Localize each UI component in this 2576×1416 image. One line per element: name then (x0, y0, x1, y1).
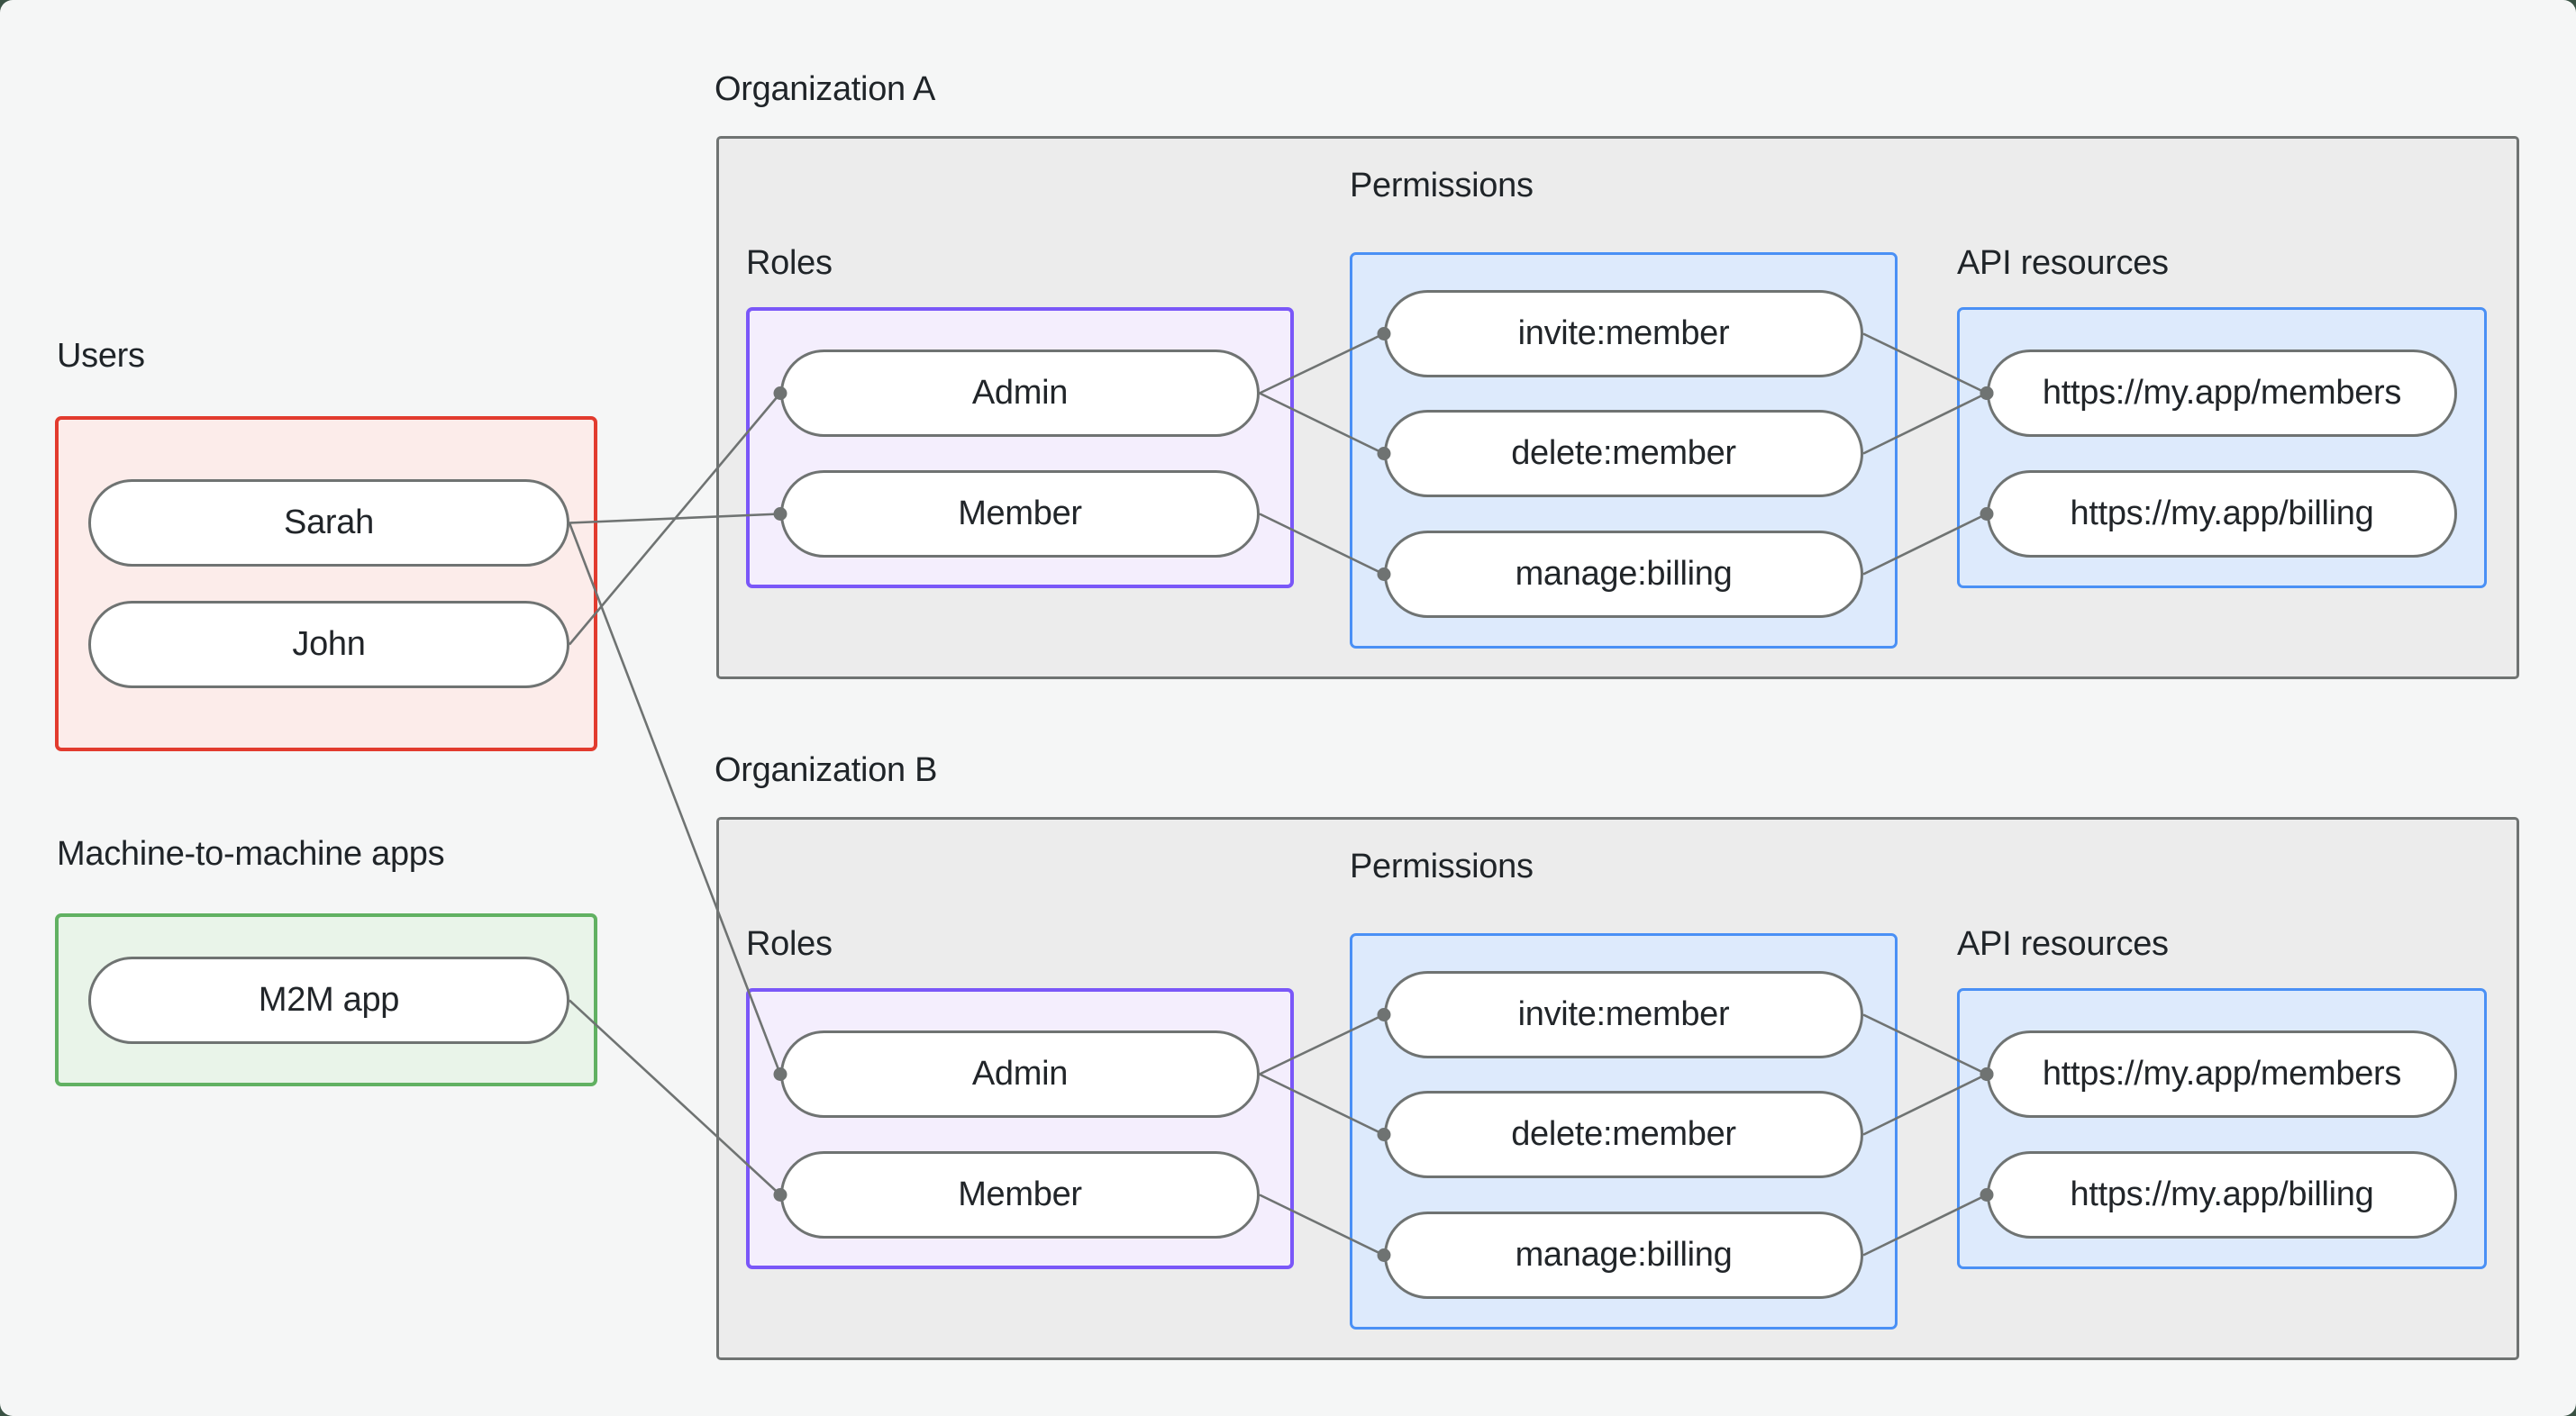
org-a-api-label: API resources (1957, 244, 2169, 282)
node-label: Admin (971, 1055, 1069, 1093)
node-org-b-admin-role: Admin (780, 1030, 1260, 1118)
users-group-box: Sarah John (55, 416, 597, 751)
node-label: John (292, 625, 366, 663)
m2m-group-box: M2M app (55, 913, 597, 1086)
m2m-section-label: Machine-to-machine apps (57, 835, 445, 873)
node-label: Admin (971, 374, 1069, 412)
node-org-b-permission-invite: invite:member (1384, 971, 1863, 1058)
node-org-b-member-role: Member (780, 1151, 1260, 1239)
org-b-box: Roles Admin Member Permissions invite:me… (716, 817, 2519, 1360)
org-b-permissions-box: invite:member delete:member manage:billi… (1350, 933, 1898, 1330)
org-a-roles-label: Roles (746, 244, 833, 282)
node-label: delete:member (1511, 434, 1736, 472)
node-label: https://my.app/members (2042, 1055, 2402, 1093)
node-label: https://my.app/billing (2070, 1175, 2374, 1213)
node-label: Sarah (284, 504, 374, 541)
org-b-roles-label: Roles (746, 925, 833, 963)
org-a-roles-box: Admin Member (746, 307, 1294, 588)
node-m2m-app: M2M app (88, 957, 569, 1044)
node-label: invite:member (1517, 995, 1730, 1033)
node-label: manage:billing (1515, 555, 1733, 593)
org-a-box: Roles Admin Member Permissions invite:me… (716, 136, 2519, 679)
node-org-a-permission-invite: invite:member (1384, 290, 1863, 377)
org-a-api-box: https://my.app/members https://my.app/bi… (1957, 307, 2487, 588)
node-org-b-permission-manage: manage:billing (1384, 1212, 1863, 1299)
node-org-b-api-billing: https://my.app/billing (1987, 1151, 2457, 1239)
node-org-a-api-members: https://my.app/members (1987, 349, 2457, 437)
node-label: M2M app (258, 981, 400, 1019)
node-label: Member (958, 1175, 1082, 1213)
node-label: https://my.app/members (2042, 374, 2402, 412)
node-org-a-permission-manage: manage:billing (1384, 531, 1863, 618)
org-b-permissions-label: Permissions (1350, 848, 1534, 885)
org-a-permissions-box: invite:member delete:member manage:billi… (1350, 252, 1898, 649)
org-b-api-label: API resources (1957, 925, 2169, 963)
node-label: invite:member (1517, 314, 1730, 352)
node-org-a-admin-role: Admin (780, 349, 1260, 437)
node-org-b-api-members: https://my.app/members (1987, 1030, 2457, 1118)
node-org-a-api-billing: https://my.app/billing (1987, 470, 2457, 558)
node-org-a-member-role: Member (780, 470, 1260, 558)
org-b-api-box: https://my.app/members https://my.app/bi… (1957, 988, 2487, 1269)
org-a-permissions-label: Permissions (1350, 167, 1534, 204)
node-org-b-permission-delete: delete:member (1384, 1091, 1863, 1178)
node-label: https://my.app/billing (2070, 495, 2374, 532)
node-user-john: John (88, 601, 569, 688)
org-a-title: Organization A (715, 70, 936, 108)
node-label: manage:billing (1515, 1236, 1733, 1274)
node-label: Member (958, 495, 1082, 532)
node-label: delete:member (1511, 1115, 1736, 1153)
node-org-a-permission-delete: delete:member (1384, 410, 1863, 497)
node-user-sarah: Sarah (88, 479, 569, 567)
users-section-label: Users (57, 337, 145, 375)
org-b-title: Organization B (715, 751, 938, 789)
org-b-roles-box: Admin Member (746, 988, 1294, 1269)
